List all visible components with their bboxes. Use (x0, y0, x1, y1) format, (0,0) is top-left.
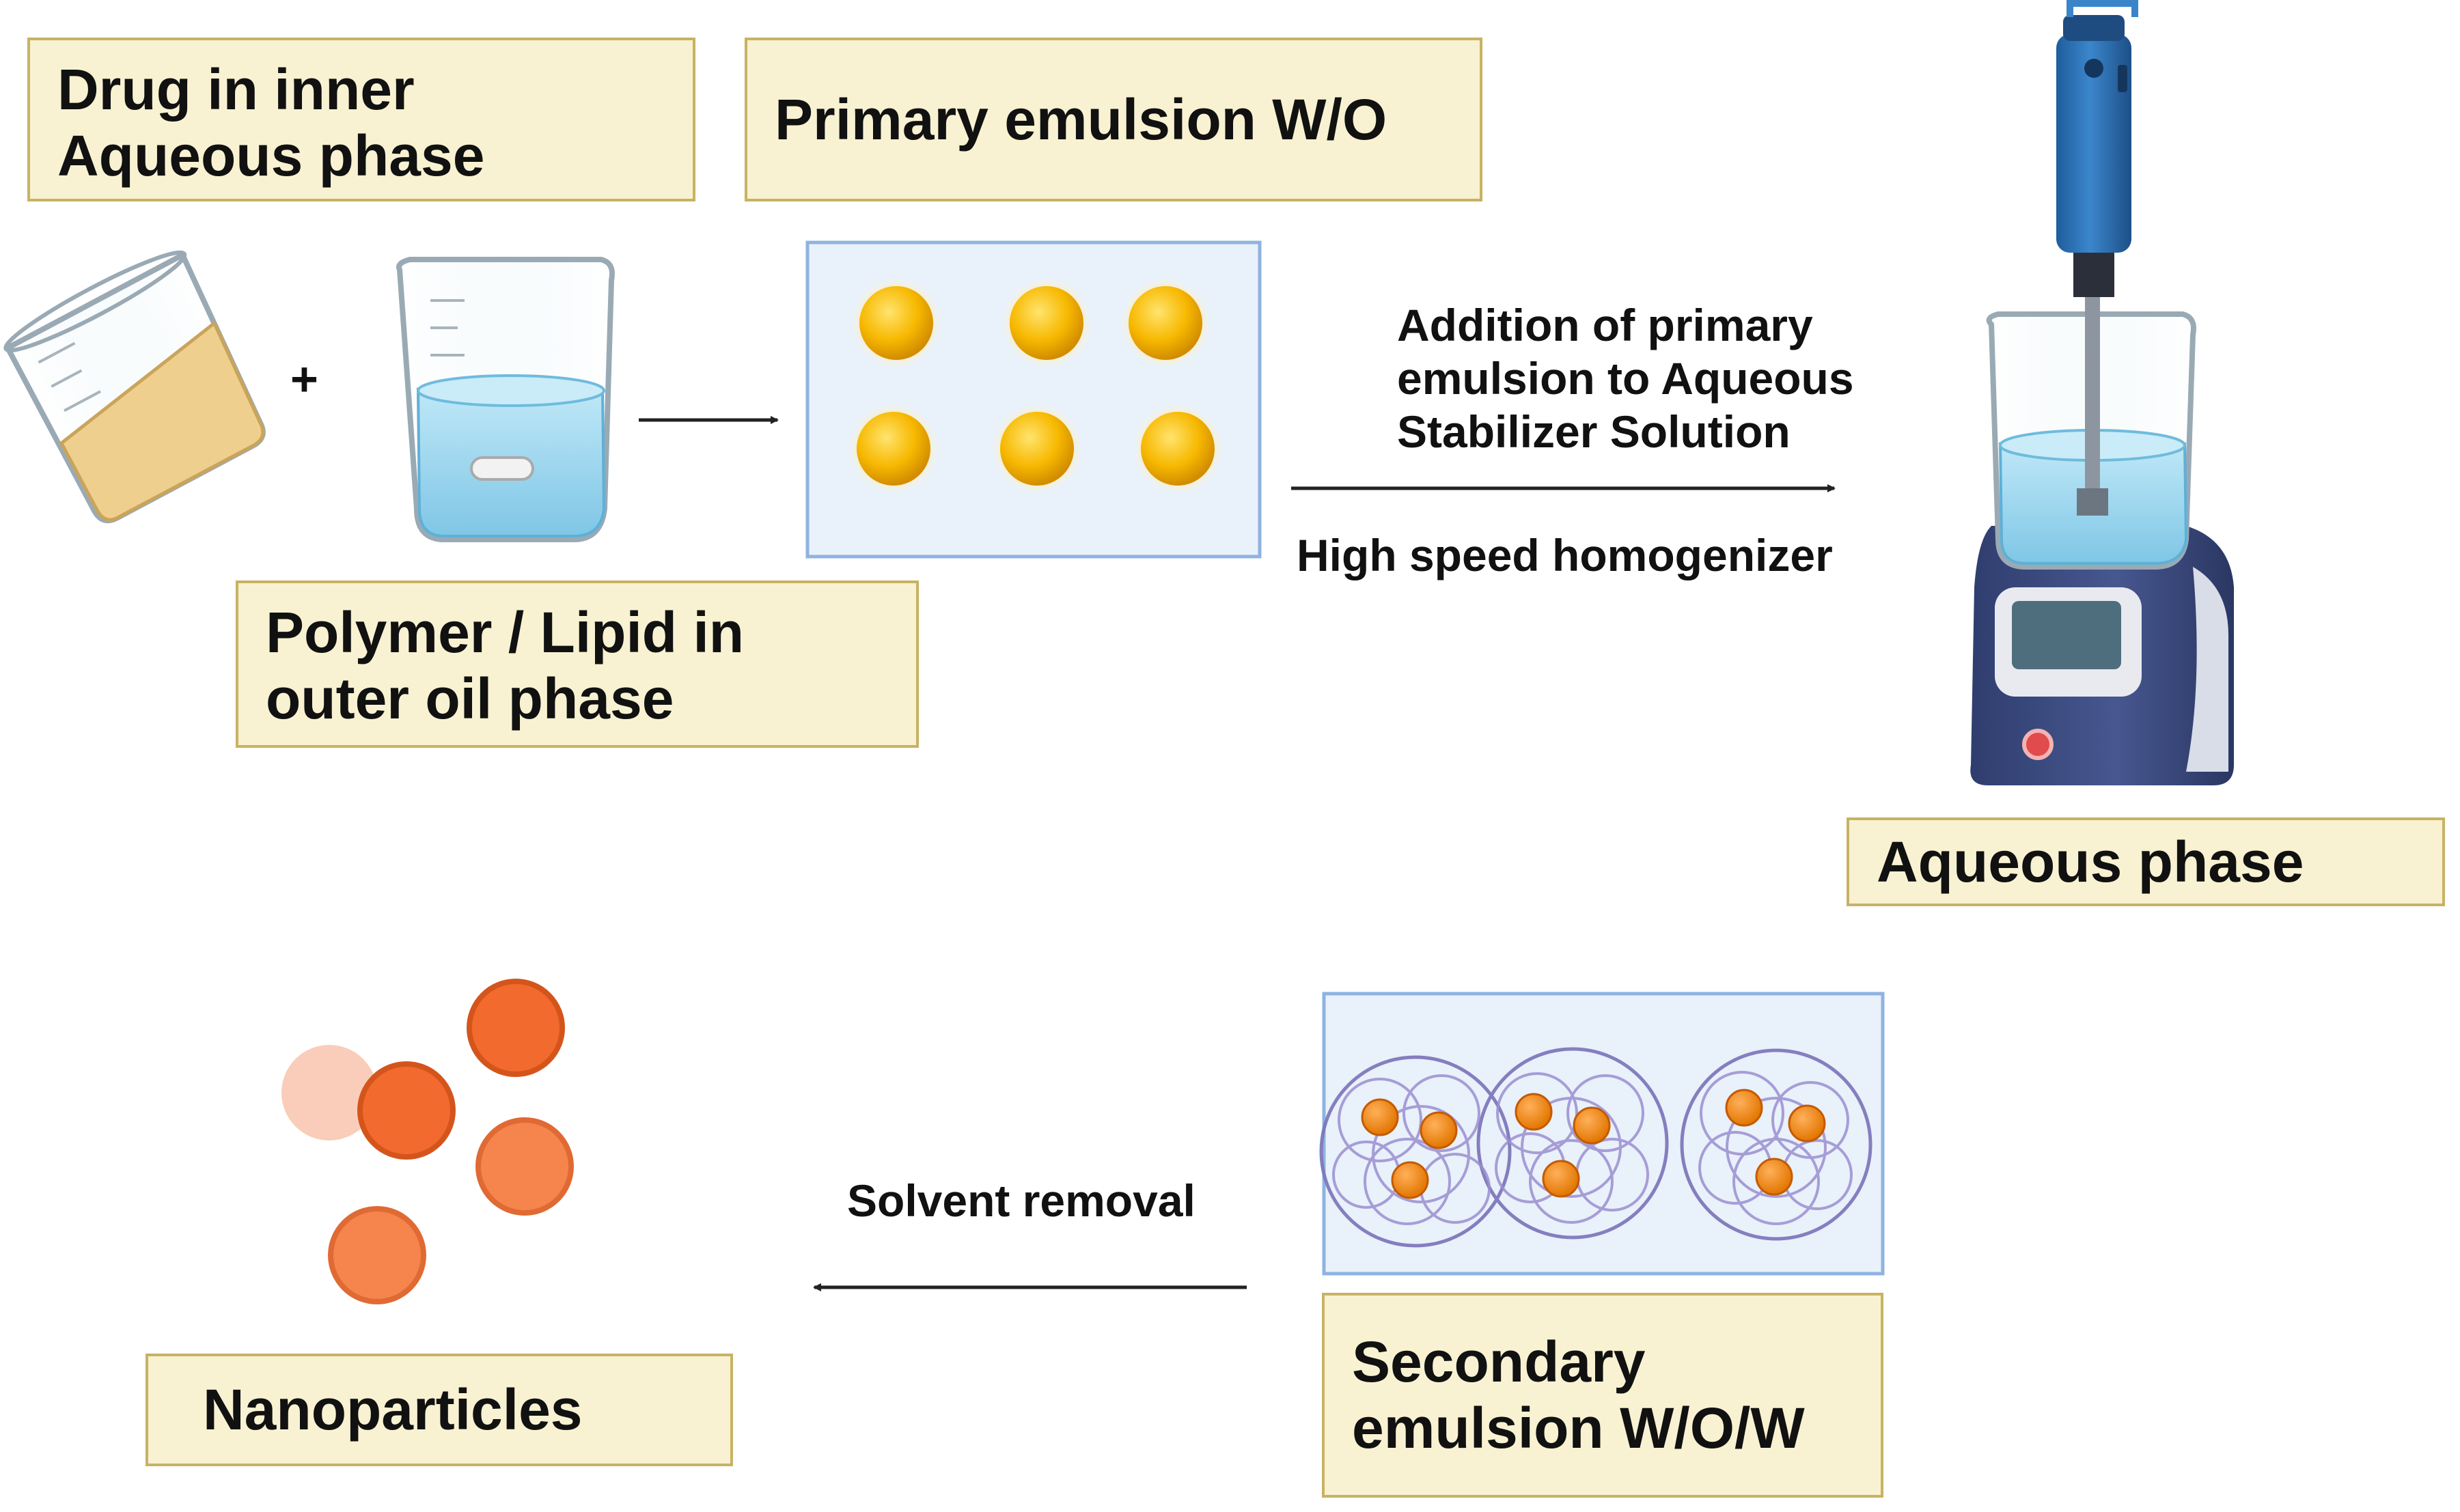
label-aqueous-phase: Aqueous phase (1847, 817, 2445, 906)
primary-emulsion-droplets-icon (805, 240, 1262, 559)
nanoparticles-icon (281, 979, 574, 1304)
oil-beaker-with-stirbar-icon (396, 257, 615, 542)
addition-step-text: Addition of primary emulsion to Aqueous … (1397, 300, 1854, 457)
label-polymer-lipid: Polymer / Lipid in outer oil phase (236, 580, 919, 748)
label-secondary-emulsion: Secondary emulsion W/O/W (1322, 1293, 1883, 1498)
label-drug-inner-aqueous: Drug in inner Aqueous phase (27, 38, 695, 201)
secondary-emulsion-polymer-icon (1319, 992, 1885, 1276)
solvent-removal-text: Solvent removal (847, 1175, 1196, 1226)
pouring-beaker-icon (3, 250, 266, 524)
label-nanoparticles: Nanoparticles (146, 1354, 733, 1466)
plus-sign: + (290, 352, 318, 406)
high-speed-homogenizer-icon (1970, 0, 2234, 785)
homogenizer-text: High speed homogenizer (1297, 530, 1833, 580)
label-primary-emulsion: Primary emulsion W/O (745, 38, 1482, 201)
